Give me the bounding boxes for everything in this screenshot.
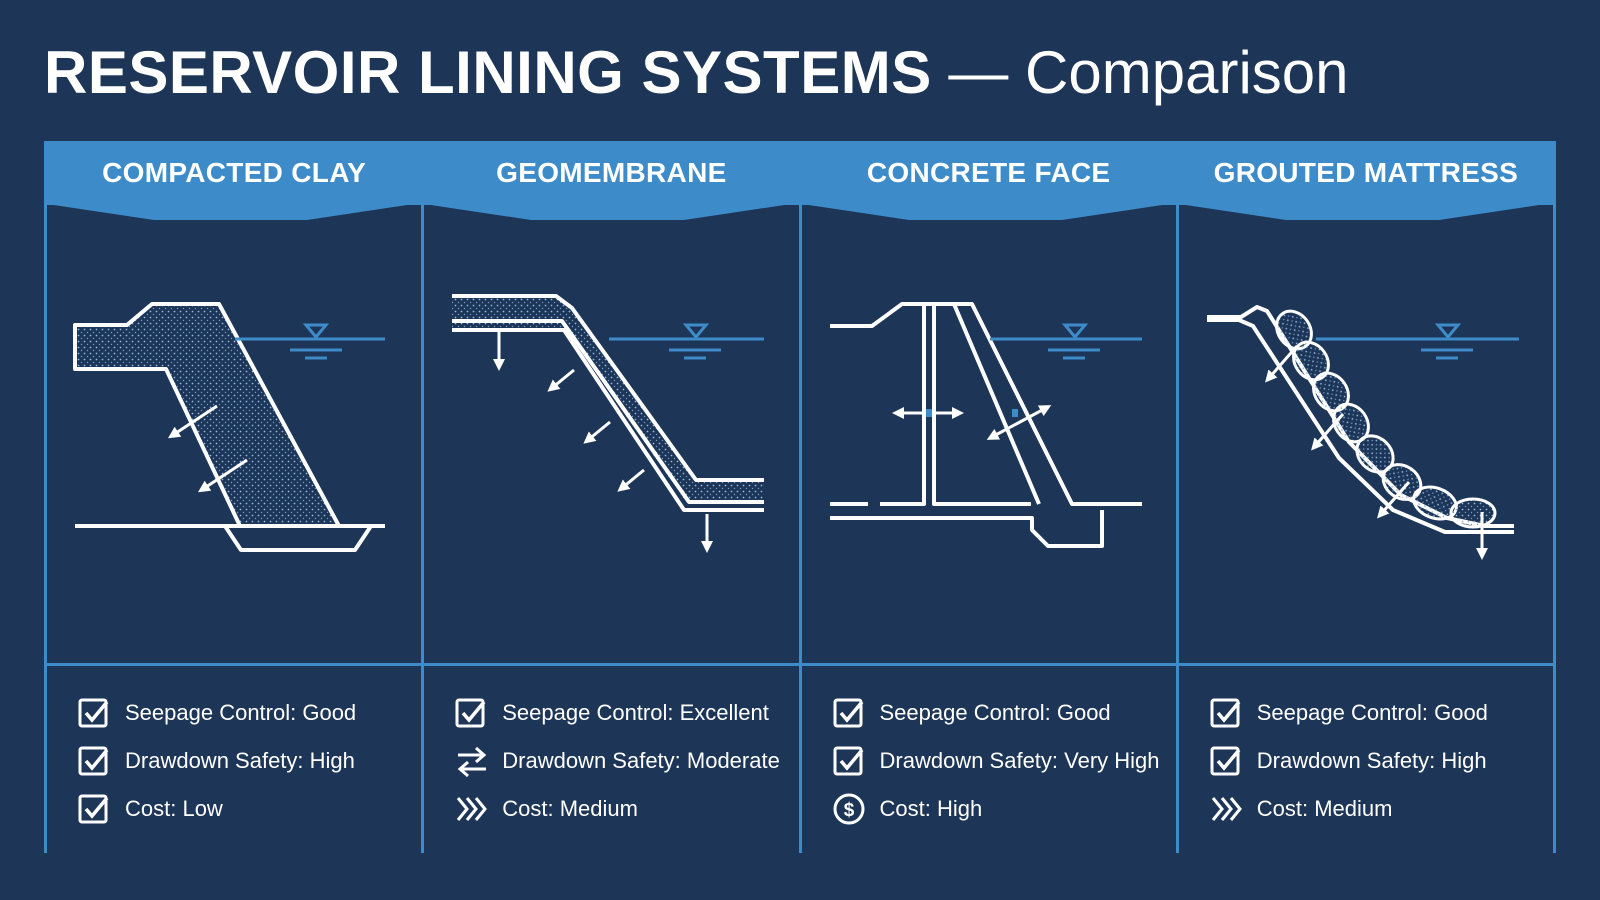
concrete-face-cross-section	[829, 302, 1142, 548]
header-notch	[424, 204, 792, 220]
metric-label: Drawdown Safety: Very High	[879, 748, 1160, 773]
panel-geomembrane: GEOMEMBRANE	[421, 141, 799, 853]
metric-cost: Cost: Medium	[454, 785, 788, 833]
metric-label: Drawdown Safety: High	[1256, 748, 1487, 773]
metric-label: Seepage Control: Excellent	[502, 700, 769, 725]
metrics-list: Seepage Control: Excellent Drawdown Safe…	[454, 689, 788, 833]
checkbox-icon	[1210, 698, 1241, 728]
grouted-mattress-diagram	[1179, 220, 1553, 803]
panel-compacted-clay: COMPACTED CLAY	[44, 141, 422, 853]
metric-label: Seepage Control: Good	[125, 700, 357, 725]
clay-cross-section	[73, 302, 385, 552]
chevrons-icon	[457, 797, 488, 821]
panel-header: COMPACTED CLAY	[47, 141, 422, 205]
metric-cost: Cost: Medium	[1209, 785, 1543, 833]
checkbox-icon	[1210, 746, 1241, 776]
grouted-mattress-cross-section	[1206, 305, 1519, 560]
panel-divider	[47, 663, 422, 666]
metric-label: Seepage Control: Good	[1256, 700, 1488, 725]
checkbox-icon	[78, 794, 109, 824]
metric-seepage-control: Seepage Control: Good	[77, 689, 411, 737]
geomembrane-cross-section	[452, 294, 765, 553]
comparison-panels: COMPACTED CLAY	[44, 141, 1556, 853]
checkbox-icon	[78, 698, 109, 728]
page-title: RESERVOIR LINING SYSTEMS — Comparison	[44, 38, 1349, 108]
page-title-sub: — Comparison	[948, 39, 1349, 106]
checkbox-icon	[78, 746, 109, 776]
metric-drawdown-safety: Drawdown Safety: Moderate	[454, 737, 788, 785]
metric-label: Drawdown Safety: High	[125, 748, 355, 773]
metric-drawdown-safety: Drawdown Safety: High	[1209, 737, 1543, 785]
header-notch	[1178, 204, 1546, 220]
metric-seepage-control: Seepage Control: Excellent	[454, 689, 788, 737]
panel-header: GEOMEMBRANE	[424, 141, 799, 205]
metric-seepage-control: Seepage Control: Good	[1209, 689, 1543, 737]
metric-label: Seepage Control: Good	[879, 700, 1111, 725]
panel-header: CONCRETE FACE	[801, 141, 1176, 205]
geomembrane-diagram	[424, 220, 798, 803]
metric-label: Drawdown Safety: Moderate	[502, 748, 780, 773]
panel-divider	[424, 663, 799, 666]
metric-label: Cost: Medium	[502, 796, 638, 821]
clay-lining-diagram	[47, 220, 421, 803]
panel-grouted-mattress: GROUTED MATTRESS	[1175, 141, 1556, 853]
panel-divider	[801, 663, 1176, 666]
metric-cost: $ Cost: High	[832, 785, 1166, 833]
metric-label: Cost: High	[879, 796, 983, 821]
dollar-icon: $	[833, 793, 864, 825]
metric-drawdown-safety: Drawdown Safety: High	[77, 737, 411, 785]
header-notch	[801, 204, 1169, 220]
metrics-list: Seepage Control: Good Drawdown Safety: H…	[77, 689, 411, 833]
page-title-main: RESERVOIR LINING SYSTEMS	[44, 39, 932, 106]
panel-divider	[1178, 663, 1553, 666]
metric-label: Cost: Low	[125, 796, 223, 821]
checkbox-icon	[833, 746, 863, 776]
concrete-face-diagram	[802, 220, 1176, 803]
header-notch	[47, 204, 414, 220]
swap-arrows-icon	[457, 746, 487, 778]
panel-concrete-face: CONCRETE FACE	[798, 141, 1176, 853]
metric-cost: Cost: Low	[77, 785, 411, 833]
metric-seepage-control: Seepage Control: Good	[832, 689, 1166, 737]
metrics-list: Seepage Control: Good Drawdown Safety: H…	[1209, 689, 1543, 833]
chevrons-icon	[1211, 797, 1242, 821]
checkbox-icon	[833, 698, 863, 728]
metric-label: Cost: Medium	[1256, 796, 1393, 821]
metric-drawdown-safety: Drawdown Safety: Very High	[832, 737, 1166, 785]
metrics-list: Seepage Control: Good Drawdown Safety: V…	[832, 689, 1166, 833]
checkbox-icon	[455, 698, 486, 728]
svg-text:$: $	[843, 800, 854, 821]
panel-header: GROUTED MATTRESS	[1178, 141, 1553, 205]
